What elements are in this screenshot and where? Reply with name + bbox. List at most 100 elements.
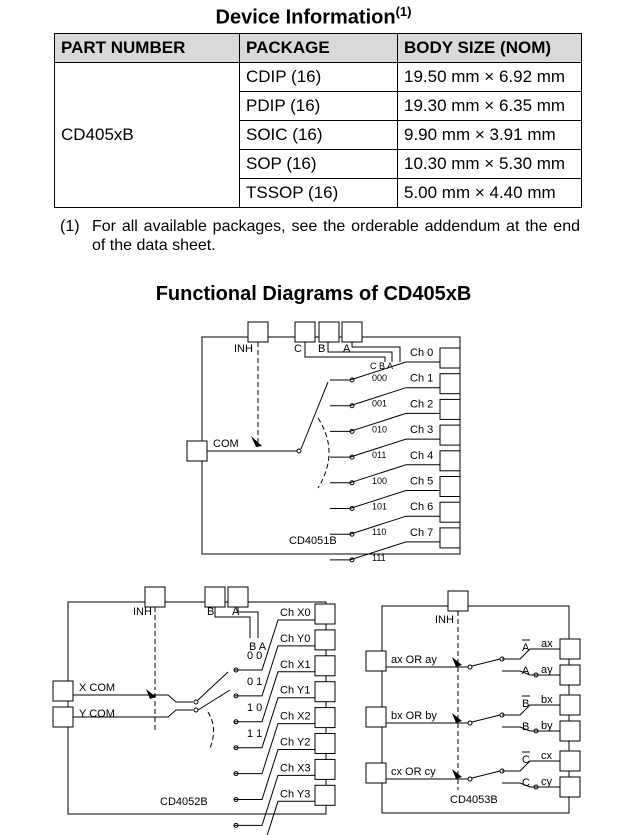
cd4051-switch-pivot <box>296 448 302 454</box>
device-info-table: PART NUMBER PACKAGE BODY SIZE (NOM) CD40… <box>54 33 582 208</box>
cd4053-contact <box>533 728 539 734</box>
cd4053-arrow-icon <box>452 713 462 723</box>
cd4053-select-label: B <box>522 698 529 710</box>
cd4053-output-label: cx <box>541 750 553 762</box>
cd4051-code-label: 100 <box>372 476 387 486</box>
body-size-cell: 19.30 mm × 6.35 mm <box>397 91 582 121</box>
cd4052-inh-label: INH <box>133 606 152 618</box>
cd4052-channel-line <box>234 671 315 723</box>
cd4052-y-blade <box>197 689 231 711</box>
table-row: CD405xB CDIP (16) 19.50 mm × 6.92 mm <box>54 62 582 208</box>
cd4052-channel-label: Ch X3 <box>280 762 311 774</box>
cd4052-xcom-label: X COM <box>79 682 115 694</box>
cd4051-channel-pin <box>439 450 461 472</box>
cd4052-channel-pin <box>314 655 336 677</box>
cd4052-y-pivot <box>193 707 199 713</box>
cd4052-a-label: A <box>232 606 240 618</box>
cd4053-inh-label: INH <box>435 614 454 626</box>
cd4051-channel-label: Ch 7 <box>410 527 433 539</box>
cd4052-ba-header: B A <box>249 641 267 653</box>
title-footnote-ref: (1) <box>395 4 412 19</box>
cd4053-inh-pin <box>447 590 469 612</box>
cd4051-channel-pin <box>439 501 461 523</box>
cd4053-select-label: A <box>522 642 530 654</box>
cd4051-channel-contact <box>349 531 355 537</box>
table-row: SOP (16) 10.30 mm × 5.30 mm <box>55 149 582 179</box>
cd4051-channel-pin <box>439 527 461 549</box>
cd4052-channel-pin <box>314 629 336 651</box>
cd4053-output-pin <box>559 694 581 716</box>
cd4051-b-label: B <box>318 343 325 355</box>
cd4053-output-line <box>502 760 560 772</box>
cd4052-channel-label: Ch Y3 <box>280 788 310 800</box>
package-cell: SOP (16) <box>239 149 398 179</box>
cd4053-common-label: bx OR by <box>391 710 437 722</box>
cd4053-output-line <box>502 782 560 788</box>
cd4052-code-label: 0 1 <box>247 676 262 688</box>
cd4052-channel-line <box>234 619 315 671</box>
cd4052-a-line <box>237 607 259 638</box>
cd4051-a-pin <box>341 321 363 343</box>
cd4053-output-label: cy <box>541 776 553 788</box>
cd4051-code-label: 000 <box>372 373 387 383</box>
cd4052-channel-line <box>234 645 315 697</box>
cd4053-select-label: B <box>522 721 529 733</box>
cd4052-arrow-icon <box>146 689 156 699</box>
cd4051-switch-blade <box>300 381 329 450</box>
cd4051-body <box>201 336 461 555</box>
cd4053-contact <box>499 768 505 774</box>
cd4052-channel-pin <box>314 784 336 806</box>
body-size-cell: 9.90 mm × 3.91 mm <box>397 120 582 150</box>
cd4051-inh-pin <box>247 321 269 343</box>
cd4053-blade <box>471 770 501 779</box>
cd4052-channel-pin <box>314 603 336 625</box>
cd4051-channel-pin <box>439 476 461 497</box>
cd4051-a-line <box>351 342 401 362</box>
cd4051-c-line <box>304 342 386 362</box>
cd4052-channel-label: Ch Y1 <box>280 685 310 697</box>
footnote-text: For all available packages, see the orde… <box>92 218 580 254</box>
cd4052-channel-pin <box>314 733 336 754</box>
package-cell: PDIP (16) <box>239 91 398 121</box>
cd4053-output-label: ax <box>541 638 553 650</box>
cd4051-channel-line <box>330 438 440 458</box>
cd4051-channel-label: Ch 5 <box>410 476 433 488</box>
cd4052-channel-contact <box>233 719 239 725</box>
cd4053-contact <box>533 784 539 790</box>
cd4051-b-pin <box>318 321 340 343</box>
cd4052-code-label: 0 0 <box>247 650 262 662</box>
cd4051-code-label: 011 <box>372 450 386 460</box>
cd4051-channel-line <box>330 412 440 432</box>
part-number-cell: CD405xB <box>54 62 240 208</box>
cd4052-channel-line <box>234 774 315 826</box>
cd4051-channel-label: Ch 6 <box>410 501 433 513</box>
cd4052-ycom-label: Y COM <box>79 708 115 720</box>
cd4053-output-pin <box>559 664 581 686</box>
cd4051-code-label: 110 <box>372 527 386 537</box>
cd4051-channel-label: Ch 1 <box>410 373 433 385</box>
cd4052-a-pin <box>227 586 249 608</box>
cd4051-channel-line <box>330 464 440 484</box>
cd4053-name: CD4053B <box>450 794 498 806</box>
cd4051-name: CD4051B <box>289 535 337 547</box>
cd4053-output-pin <box>559 776 581 798</box>
cd4052-channel-contact <box>233 745 239 751</box>
cd4052-channel-line <box>266 800 315 835</box>
cd4053-common-label: ax OR ay <box>391 654 437 666</box>
cd4051-channel-line <box>330 515 440 535</box>
cd4051-channel-pin <box>439 347 461 369</box>
cd4053-arrow-icon <box>452 769 462 779</box>
cd4053-output-label: by <box>541 720 553 732</box>
body-size-cell: 10.30 mm × 5.30 mm <box>397 149 582 179</box>
cd4052-b-label: B <box>207 606 214 618</box>
cd4052-channel-pin <box>314 758 336 780</box>
cd4052-b-pin <box>204 586 226 608</box>
cd4052-ycom-pin <box>52 706 74 728</box>
cd4053-select-label: A <box>522 665 530 677</box>
cd4052-switch-arc <box>207 711 214 749</box>
cd4053-arrow-icon <box>452 657 462 667</box>
body-size-cell: 19.50 mm × 6.92 mm <box>397 62 582 92</box>
